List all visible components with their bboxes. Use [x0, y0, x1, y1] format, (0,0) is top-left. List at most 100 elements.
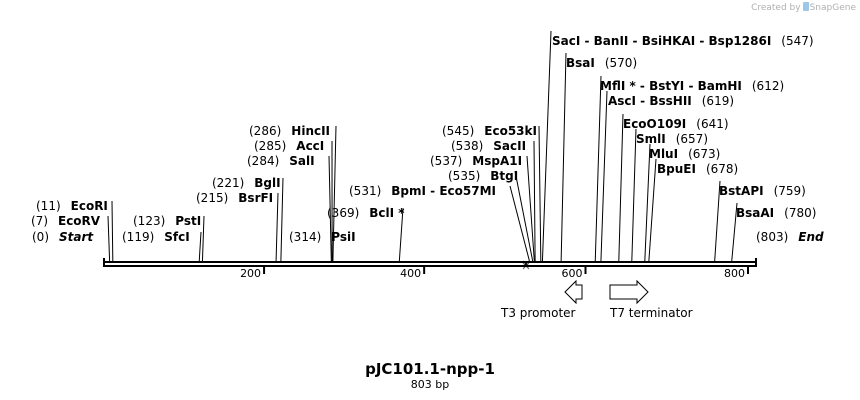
site-label-smli[interactable]: SmlI (657): [636, 132, 708, 146]
site-position: (547): [781, 34, 814, 48]
ruler-tick-label: 400: [400, 267, 422, 280]
site-position: (221): [212, 176, 245, 190]
site-connector: [107, 215, 111, 262]
site-label-psii[interactable]: (314)PsiI: [289, 230, 356, 244]
site-position: (657): [675, 132, 709, 146]
site-position: (531): [349, 184, 382, 198]
site-connector: [332, 125, 337, 262]
site-connector: [600, 90, 608, 262]
site-label-bpuei[interactable]: BpuEI (678): [657, 162, 738, 176]
site-position: (619): [701, 94, 735, 108]
backbone-bottom-strand: [104, 265, 756, 267]
site-position: (612): [751, 79, 785, 93]
site-label-sfci[interactable]: (119)SfcI: [122, 230, 190, 244]
site-label-mspa1i[interactable]: (537)MspA1I: [430, 154, 522, 168]
snapgene-logo-icon: [802, 2, 809, 11]
site-connector: [731, 202, 738, 262]
site-position: (11): [36, 199, 61, 213]
site-position: (545): [442, 124, 475, 138]
site-label-bpmi-eco57mi[interactable]: (531) BpmI - Eco57MI: [349, 184, 496, 198]
ruler-tick-label: 200: [240, 267, 262, 280]
site-label-bsrfi[interactable]: (215)BsrFI: [196, 191, 273, 205]
watermark-brand: SnapGene: [809, 3, 856, 13]
site-name: End: [798, 230, 824, 244]
site-label-ecoo109i[interactable]: EcoO109I(641): [623, 117, 729, 131]
site-name: EcoRV: [58, 214, 101, 228]
plasmid-length: 803 bp: [410, 378, 450, 391]
site-name: SacII: [493, 139, 527, 153]
site-position: (678): [705, 162, 739, 176]
site-name: SalI: [289, 154, 315, 168]
site-label-acci[interactable]: (285) AccI: [254, 139, 324, 153]
site-name: BpuEI: [657, 162, 696, 176]
site-name: SmlI: [636, 132, 666, 146]
feature-arrow-t3-promoter[interactable]: [564, 279, 583, 305]
site-name: BsaAI: [736, 206, 775, 220]
ruler-tick-label: 800: [724, 267, 745, 280]
site-name: PstI: [175, 214, 202, 228]
site-connector: [275, 192, 279, 262]
site-connector: [618, 113, 624, 262]
ruler-ticks: [263, 267, 749, 274]
ruler-tick: [263, 267, 266, 274]
site-connector: [526, 155, 535, 262]
backbone-start-cap: [103, 258, 105, 267]
ruler-tick: [584, 267, 587, 274]
feature-label-t7-terminator: T7 terminator: [610, 306, 693, 320]
site-connector: [509, 185, 530, 262]
site-connector: [198, 231, 202, 262]
site-label-asci-bsshii[interactable]: AscI - BssHII(619): [608, 94, 734, 108]
site-label-hincii[interactable]: (286)HincII: [249, 124, 330, 138]
site-name: MluI: [649, 147, 679, 161]
site-label-saci-banii-bsihkai-bsp1286i[interactable]: SacI - BanII - BsiHKAI - Bsp1286I(547): [552, 34, 814, 48]
site-name: SfcI: [164, 230, 190, 244]
site-position: (780): [784, 206, 817, 220]
site-name: BtgI: [490, 169, 519, 183]
site-connector: [541, 30, 552, 262]
feature-arrow-t7-terminator[interactable]: [609, 279, 649, 305]
site-position: (803): [756, 230, 789, 244]
feature-arrows: [564, 279, 649, 305]
site-label-sacii[interactable]: (538)SacII: [451, 139, 526, 153]
site-label-btgi[interactable]: (535)BtgI: [448, 169, 518, 183]
site-connector: [594, 75, 602, 262]
site-connector: [560, 52, 567, 262]
site-name: BstAPI: [719, 184, 764, 198]
site-name: Eco53kI: [484, 124, 537, 138]
site-connector: [533, 140, 536, 262]
backbone-break-marker: [522, 260, 530, 270]
site-label-bsaai[interactable]: BsaAI (780): [736, 206, 816, 220]
site-connector: [514, 170, 534, 262]
site-connector: [201, 215, 205, 262]
ruler-tick: [423, 267, 426, 274]
site-name: BpmI - Eco57MI: [391, 184, 496, 198]
site-label-sali[interactable]: (284) SalI: [247, 154, 315, 168]
site-name: AccI: [296, 139, 325, 153]
site-connector: [644, 143, 651, 262]
site-label-bsai[interactable]: BsaI(570): [566, 56, 637, 70]
site-position: (286): [249, 124, 282, 138]
site-label-ecorv[interactable]: (7)EcoRV: [31, 214, 100, 228]
site-label-bgli[interactable]: (221)BglI: [212, 176, 281, 190]
site-position: (570): [604, 56, 638, 70]
site-label-mfli-star-bstyi-bamhi[interactable]: MflI * - BstYI - BamHI(612): [600, 79, 784, 93]
site-position: (759): [773, 184, 806, 198]
site-label-end[interactable]: (803) End: [756, 230, 824, 244]
ruler-tick-label: 600: [561, 267, 583, 280]
site-label-bstapi[interactable]: BstAPI (759): [719, 184, 806, 198]
site-label-ecori[interactable]: (11)EcoRI: [36, 199, 108, 213]
site-position: (369): [327, 206, 360, 220]
watermark-prefix: Created by: [751, 3, 801, 13]
site-name: BclI *: [369, 206, 405, 220]
site-label-start[interactable]: (0)Start: [32, 230, 93, 244]
site-label-mlui[interactable]: MluI(673): [649, 147, 720, 161]
site-label-psti[interactable]: (123)PstI: [133, 214, 201, 228]
site-position: (285): [254, 139, 287, 153]
site-connectors: [107, 30, 738, 262]
plasmid-name: pJC101.1-npp-1: [365, 360, 495, 378]
site-connector: [111, 200, 114, 262]
site-label-eco53ki[interactable]: (545) Eco53kI: [442, 124, 537, 138]
site-label-bcli-star[interactable]: (369) BclI *: [327, 206, 405, 220]
site-position: (284): [247, 154, 280, 168]
